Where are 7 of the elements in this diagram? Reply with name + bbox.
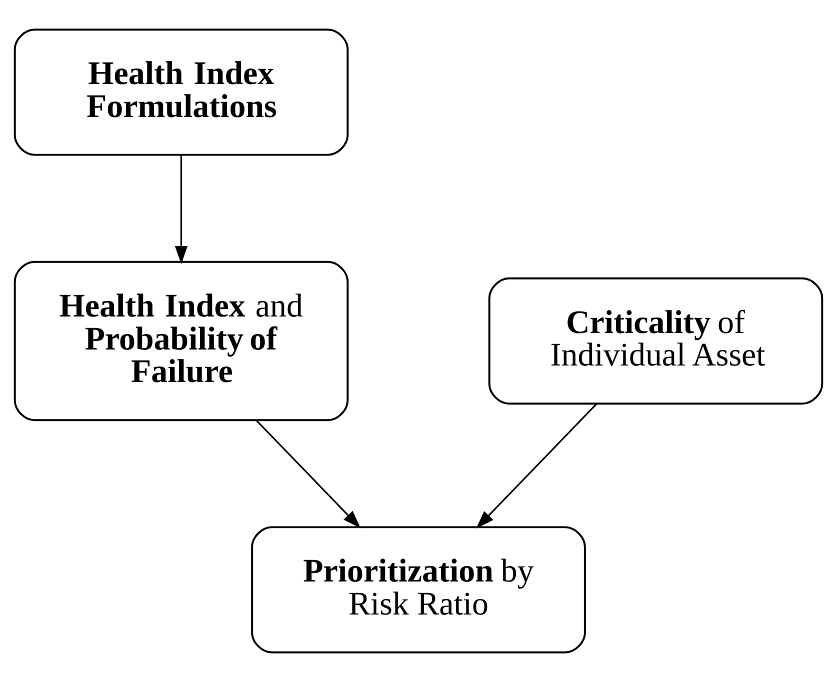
node-box: Health Index and Probability of Failure [14, 260, 349, 421]
node-box: Health Index Formulations [14, 28, 349, 156]
arrow [476, 402, 598, 528]
node-box: Criticality of Individual Asset [488, 276, 824, 404]
arrow [256, 419, 361, 528]
node-box: Prioritization by Risk Ratio [251, 526, 586, 653]
arrow [174, 154, 188, 264]
